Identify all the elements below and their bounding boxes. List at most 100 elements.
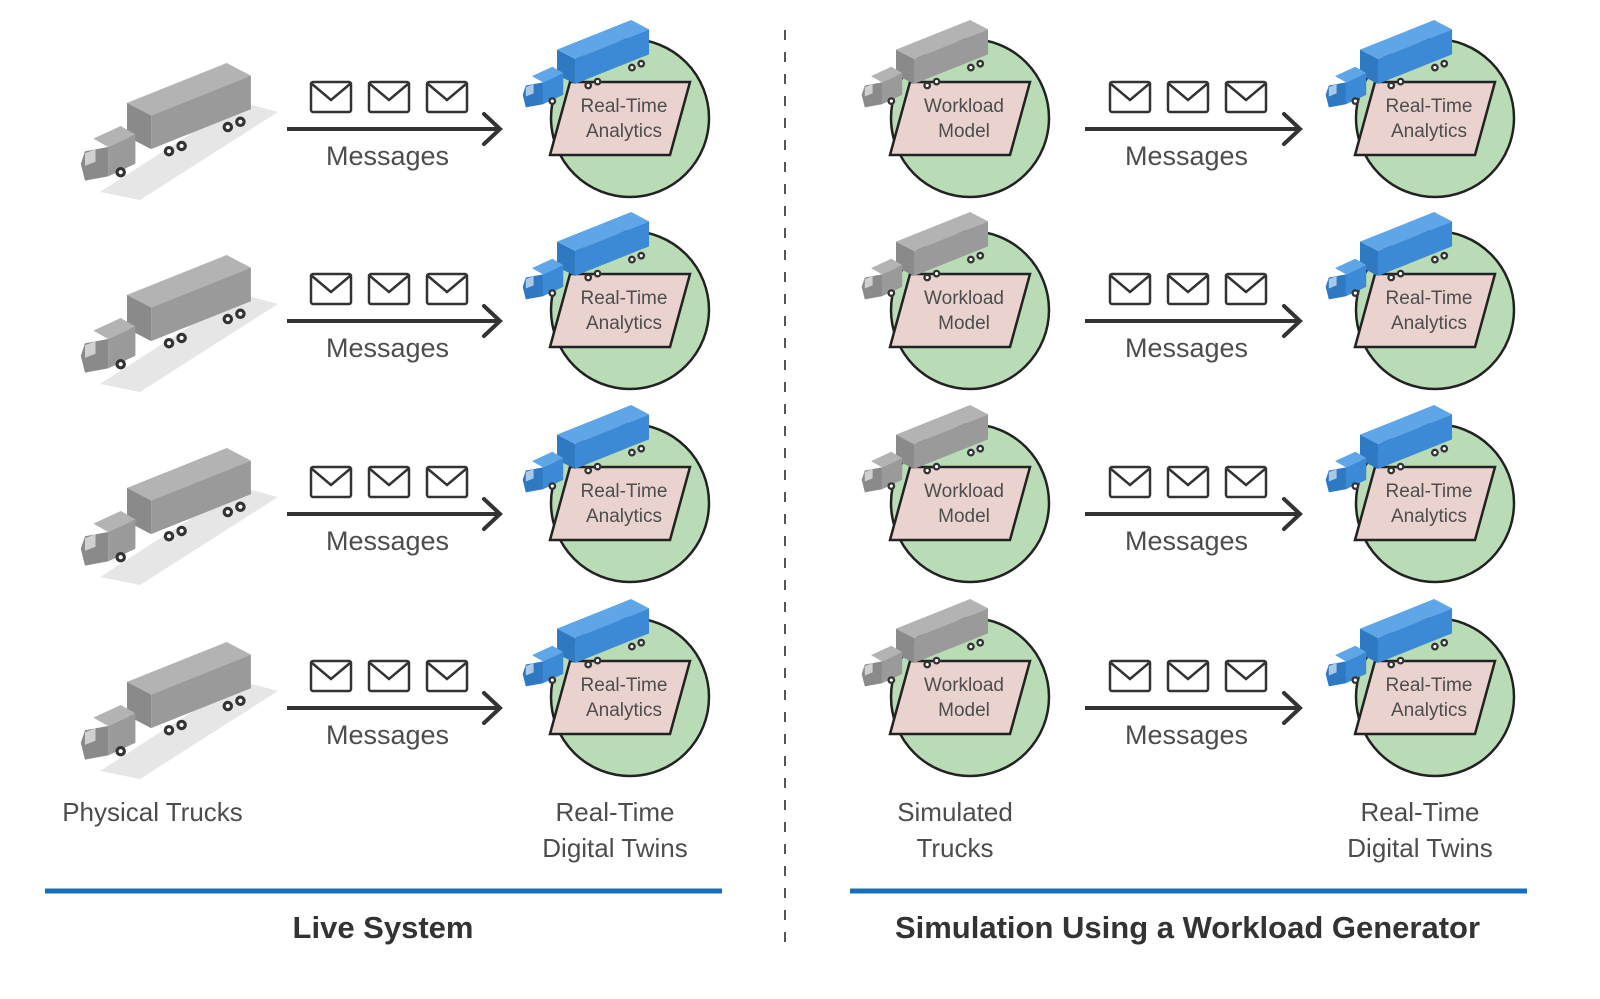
right-model-box-label1-2: Workload bbox=[924, 481, 1004, 502]
left-box-label1-3: Real-Time bbox=[580, 675, 668, 696]
left-arrow-head-1 bbox=[482, 304, 503, 338]
left-arrow-head-2 bbox=[482, 497, 503, 531]
simulated-truck-icon-2 bbox=[861, 405, 989, 493]
right-envelope-icon-0-2 bbox=[1224, 80, 1268, 114]
right-twins-label-line1: Real-Time bbox=[1360, 797, 1480, 827]
simulation-title: Simulation Using a Workload Generator bbox=[894, 910, 1481, 945]
left-arrow-head-3 bbox=[482, 691, 503, 725]
right-box-label2-1: Analytics bbox=[1390, 313, 1468, 334]
physical-trucks-label: Physical Trucks bbox=[62, 797, 243, 827]
right-model-box-label1-1: Workload bbox=[924, 288, 1004, 309]
right-arrow-head-2 bbox=[1282, 497, 1303, 531]
right-arrow-head-0 bbox=[1282, 112, 1303, 146]
right-envelope-icon-3-1 bbox=[1166, 659, 1210, 693]
right-box-label2-2: Analytics bbox=[1390, 506, 1468, 527]
left-box-1 bbox=[548, 272, 692, 349]
left-box-label1-2: Real-Time bbox=[580, 481, 668, 502]
right-envelope-icon-1-0 bbox=[1108, 272, 1152, 306]
left-envelope-icon-1-1 bbox=[367, 272, 411, 306]
left-envelope-icon-0-2 bbox=[425, 80, 469, 114]
right-envelope-icon-2-0 bbox=[1108, 465, 1152, 499]
left-box-label2-3: Analytics bbox=[585, 700, 663, 721]
physical-truck-icon-3 bbox=[80, 642, 251, 760]
right-model-box-label2-3: Model bbox=[938, 700, 990, 721]
right-model-box-1 bbox=[888, 272, 1032, 349]
right-envelope-icon-1-2 bbox=[1224, 272, 1268, 306]
left-box-label1-1: Real-Time bbox=[580, 288, 668, 309]
right-model-box-0 bbox=[888, 80, 1032, 157]
simulated-truck-icon-0 bbox=[861, 20, 989, 108]
right-model-box-3 bbox=[888, 659, 1032, 736]
live-system-title: Live System bbox=[292, 910, 474, 945]
simulated-trucks-label-line2: Trucks bbox=[916, 833, 994, 863]
right-box-label1-2: Real-Time bbox=[1385, 481, 1473, 502]
right-envelope-icon-3-0 bbox=[1108, 659, 1152, 693]
left-box-label2-2: Analytics bbox=[585, 506, 663, 527]
right-model-box-2 bbox=[888, 465, 1032, 542]
physical-truck-icon-0 bbox=[80, 63, 251, 181]
right-box-label1-0: Real-Time bbox=[1385, 96, 1473, 117]
right-envelope-icon-2-1 bbox=[1166, 465, 1210, 499]
left-twin-truck-icon-0 bbox=[522, 20, 650, 108]
left-box-3 bbox=[548, 659, 692, 736]
right-twin-truck-icon-3 bbox=[1325, 599, 1453, 687]
left-twin-truck-icon-2 bbox=[522, 405, 650, 493]
right-box-0 bbox=[1353, 80, 1497, 157]
right-box-label2-3: Analytics bbox=[1390, 700, 1468, 721]
right-messages-label-3: Messages bbox=[1124, 720, 1249, 750]
left-envelope-icon-2-1 bbox=[367, 465, 411, 499]
simulated-truck-icon-3 bbox=[861, 599, 989, 687]
left-envelope-icon-1-0 bbox=[309, 272, 353, 306]
right-twins-label-line2: Digital Twins bbox=[1347, 833, 1493, 863]
left-envelope-icon-3-1 bbox=[367, 659, 411, 693]
right-messages-label-0: Messages bbox=[1124, 141, 1249, 171]
right-box-label1-3: Real-Time bbox=[1385, 675, 1473, 696]
physical-truck-icon-1 bbox=[80, 255, 251, 373]
left-envelope-icon-0-0 bbox=[309, 80, 353, 114]
simulated-trucks-label-line1: Simulated bbox=[897, 797, 1013, 827]
right-model-box-label1-0: Workload bbox=[924, 96, 1004, 117]
left-messages-label-1: Messages bbox=[325, 333, 450, 363]
right-twin-truck-icon-0 bbox=[1325, 20, 1453, 108]
right-twin-truck-icon-2 bbox=[1325, 405, 1453, 493]
left-twins-label-line1: Real-Time bbox=[555, 797, 675, 827]
left-envelope-icon-2-0 bbox=[309, 465, 353, 499]
right-messages-label-2: Messages bbox=[1124, 526, 1249, 556]
right-arrow-head-3 bbox=[1282, 691, 1303, 725]
right-envelope-icon-3-2 bbox=[1224, 659, 1268, 693]
right-box-3 bbox=[1353, 659, 1497, 736]
physical-truck-icon-2 bbox=[80, 448, 251, 566]
left-twin-truck-icon-1 bbox=[522, 212, 650, 300]
physical-truck-shadow-2 bbox=[100, 487, 278, 585]
physical-truck-shadow-0 bbox=[100, 102, 278, 200]
left-box-0 bbox=[548, 80, 692, 157]
left-envelope-icon-3-2 bbox=[425, 659, 469, 693]
left-box-label1-0: Real-Time bbox=[580, 96, 668, 117]
physical-truck-shadow-3 bbox=[100, 681, 278, 779]
right-box-1 bbox=[1353, 272, 1497, 349]
right-envelope-icon-1-1 bbox=[1166, 272, 1210, 306]
physical-truck-shadow-1 bbox=[100, 294, 278, 392]
left-messages-label-0: Messages bbox=[325, 141, 450, 171]
right-box-2 bbox=[1353, 465, 1497, 542]
right-model-box-label2-1: Model bbox=[938, 313, 990, 334]
right-messages-label-1: Messages bbox=[1124, 333, 1249, 363]
left-envelope-icon-1-2 bbox=[425, 272, 469, 306]
left-messages-label-2: Messages bbox=[325, 526, 450, 556]
simulated-truck-icon-1 bbox=[861, 212, 989, 300]
left-box-2 bbox=[548, 465, 692, 542]
right-model-box-label2-0: Model bbox=[938, 121, 990, 142]
left-box-label2-0: Analytics bbox=[585, 121, 663, 142]
right-model-box-label2-2: Model bbox=[938, 506, 990, 527]
right-envelope-icon-0-1 bbox=[1166, 80, 1210, 114]
left-arrow-head-0 bbox=[482, 112, 503, 146]
right-twin-truck-icon-1 bbox=[1325, 212, 1453, 300]
left-envelope-icon-2-2 bbox=[425, 465, 469, 499]
right-model-box-label1-3: Workload bbox=[924, 675, 1004, 696]
left-twin-truck-icon-3 bbox=[522, 599, 650, 687]
left-envelope-icon-0-1 bbox=[367, 80, 411, 114]
right-box-label2-0: Analytics bbox=[1390, 121, 1468, 142]
left-twins-label-line2: Digital Twins bbox=[542, 833, 688, 863]
